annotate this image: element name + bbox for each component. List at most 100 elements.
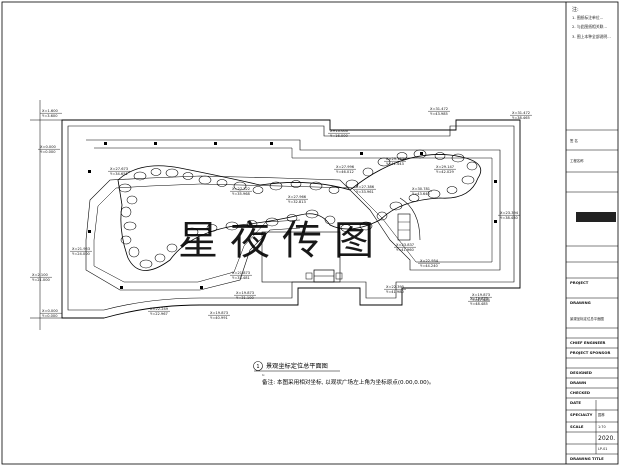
specialty-value: 园林 [598,412,605,417]
coordinate-y: Y=42.029 [436,170,454,174]
coordinate-x: X=2.100 [32,273,48,277]
coordinate-y: Y=16.000 [330,134,348,138]
chief-engineer-label: CHIEF ENGINEER [570,340,606,345]
drawn-label: DRAWN [570,380,586,385]
figure-scale: 1: [262,373,265,377]
coordinate-y: Y=43.985 [430,112,448,116]
drawing-no-value: LP-01 [598,447,607,451]
note-item: 3. 图上本种全部说明... [572,33,611,39]
coordinate-x: X=19.873 [472,293,490,297]
coordinate-x: X=30.781 [412,187,430,191]
coordinate-x: X=21.873 [232,271,250,275]
client-label: 工程名称 [570,158,584,163]
coordinate-y: Y=38.480 [500,216,518,220]
coordinate-x: X=29.183 [386,157,404,161]
coordinate-y: Y=22.967 [150,312,168,316]
coordinate-x: X=21.953 [72,247,90,251]
pond-outline [117,154,482,271]
coordinate-x: X=27.673 [110,167,128,171]
coordinate-y: Y=24.000 [72,252,90,256]
coordinate-x: X=1.600 [42,109,58,113]
coordinate-x: X=27.996 [336,165,355,169]
project-sponsor-label: PROJECT SPONSOR [570,350,611,355]
coordinate-x: X=27.386 [356,185,375,189]
title-block [566,129,618,455]
coordinate-y: Y=40.991 [210,316,228,320]
coordinate-x: X=22.395 [386,285,404,289]
coordinate-x: X=31.472 [512,111,530,115]
coordinate-x: X=29.147 [436,165,454,169]
coordinate-x: X=23.837 [396,243,414,247]
platform [397,213,411,241]
specialty-label: SPECIALTY [570,412,593,417]
coordinate-y: Y=31.100 [236,296,254,300]
stepping-stones [399,197,421,241]
coordinate-y: Y=44.240 [420,264,438,268]
checked-label: CHECKED [570,390,590,395]
figure-remark: 备注: 本图采用相对坐标, 以观状广场左上角为坐标原点(0.00,0.00)。 [262,378,435,386]
coordinate-x: X=23.394 [500,211,519,215]
note-item: 2. 与此图纸相关联... [572,24,608,30]
inner-path-line [67,125,515,311]
notes-title: 注: [572,7,579,13]
title-block-text: 签 名 工程名称 PROJECT DRAWING 景观坐标定位总平面图 CHIE… [570,138,615,461]
walkway-edge [93,147,493,283]
path-markers [88,142,497,289]
drawing-no-label: DRAWING TITLE [570,456,604,461]
figure-number-circle [253,361,263,371]
coordinate-y: Y=43.645 [412,192,430,196]
figure-number: 1 [256,364,259,370]
notes-panel: 注: 1. 图纸标注单位... 2. 与此图纸相关联... 3. 图上本种全部说… [572,7,618,43]
coordinate-x: X=10.600 [330,129,349,133]
coordinate-x: X=22.249 [150,307,169,311]
drawing-title: 景观坐标定位总平面图 [570,316,605,321]
coordinate-y: Y=38.465 [512,116,530,120]
date-value: 2020. [598,435,615,442]
coordinate-x: X=31.472 [430,107,448,111]
scale-label: SCALE [570,424,584,429]
coordinate-y: Y=46.012 [336,170,354,174]
note-item: 1. 图纸标注单位... [572,15,604,21]
figure-title: 景观坐标定位总平面图 [266,362,328,370]
coordinate-y: Y=32.813 [288,200,306,204]
coordinate-x: X=19.873 [236,291,254,295]
central-plaza [261,231,341,283]
project-label: PROJECT [570,280,589,285]
watermark: 星夜传图 [178,218,386,264]
coordinate-x: X=0.000 [42,309,58,313]
coordinate-y: Y=41.443 [386,162,404,166]
walkway [85,139,501,291]
coordinate-y: Y=47.485 [472,298,490,302]
site-boundary [61,119,521,319]
scale-value: 1:70 [598,425,606,429]
coordinate-y: Y=33.961 [356,190,374,194]
coordinate-y: Y=35.968 [232,192,250,196]
bench [305,272,313,280]
coordinate-y: Y=48.485 [470,302,488,306]
date-label: DATE [570,400,581,405]
pond-rocks [118,149,478,269]
